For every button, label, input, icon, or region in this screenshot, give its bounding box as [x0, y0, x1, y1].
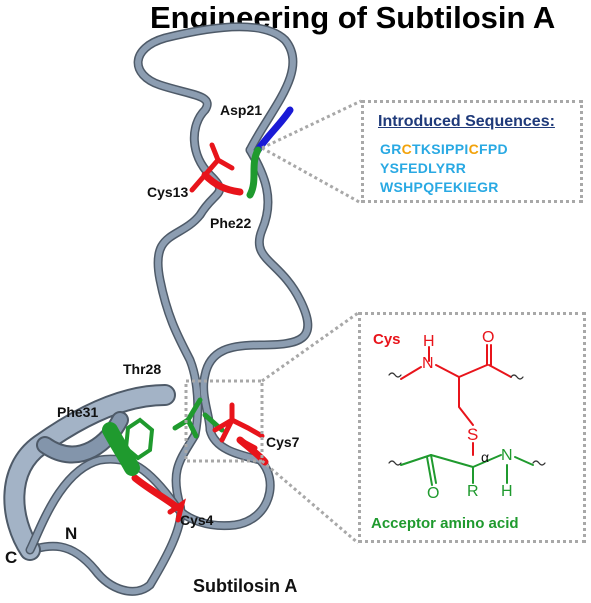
- cys-carbonyl: [486, 344, 492, 366]
- cys-residue-label: Cys: [373, 331, 401, 348]
- cys4-segment: [131, 474, 182, 512]
- label-cys4: Cys4: [180, 512, 214, 528]
- label-asp21: Asp21: [220, 102, 263, 118]
- atom-s: S: [467, 425, 479, 444]
- wavy-end-left-bottom: [388, 460, 402, 466]
- atom-h-bottom: H: [501, 483, 513, 500]
- asp21-segment: [254, 106, 294, 154]
- acc-left-bond: [400, 454, 474, 468]
- cys7-sidechain: [212, 402, 265, 451]
- c-term-ribbon-tail-fill: [27, 456, 178, 553]
- sequences-callout: Introduced Sequences: GRCTKSIPPICFPD YSF…: [361, 100, 583, 203]
- seq1-part: TKSIPPI: [412, 141, 469, 157]
- label-phe22: Phe22: [210, 215, 252, 231]
- sequences-heading: Introduced Sequences:: [378, 113, 555, 130]
- cys13-segment: [201, 171, 244, 196]
- atom-n-top: N: [422, 355, 434, 372]
- atom-o-bottom: O: [427, 485, 440, 502]
- zoom-region-marker: [184, 379, 264, 463]
- atom-n-bottom: N: [501, 447, 513, 464]
- cys-n-bond: [400, 366, 422, 380]
- chem-connector-top: [261, 311, 359, 383]
- atom-r: R: [467, 483, 479, 500]
- thioether-linkage-structure: [388, 344, 546, 486]
- sequence-line-2: YSFEDLYRR: [380, 160, 467, 176]
- acc-n-bond: [472, 454, 502, 468]
- chem-connector-bottom: [261, 459, 359, 545]
- atom-alpha: α: [481, 449, 490, 465]
- structure-caption: Subtilosin A: [193, 576, 298, 596]
- wavy-end-right-bottom: [532, 460, 546, 466]
- seq1-cys: C: [468, 141, 480, 157]
- backbone-main: [27, 23, 296, 595]
- phe31-segment: [102, 422, 140, 476]
- phe31-sidechain: [123, 417, 155, 461]
- backbone-main-2: [172, 147, 311, 529]
- sequence-line-1: GRCTKSIPPICFPD: [380, 141, 508, 157]
- label-cys7: Cys7: [266, 434, 300, 450]
- acceptor-label: Acceptor amino acid: [371, 515, 519, 532]
- cys-ca-bond: [435, 364, 460, 378]
- atom-h-top: H: [423, 333, 435, 350]
- cys-cb-bond: [458, 376, 474, 426]
- cys-co-bond: [458, 364, 488, 378]
- seq-connector-bottom: [261, 146, 362, 205]
- label-n-terminus: N: [65, 524, 78, 543]
- acc-right-bond: [514, 456, 534, 466]
- cys-c-terminal: [488, 364, 512, 378]
- backbone-outline-2: [170, 145, 313, 531]
- atom-o-top: O: [482, 329, 495, 346]
- seq1-cys: C: [401, 141, 413, 157]
- seq1-part: GR: [380, 141, 402, 157]
- seq1-part: FPD: [479, 141, 508, 157]
- seq-connector-top: [261, 99, 362, 150]
- cys4-sidechain: [167, 498, 186, 523]
- chemistry-callout: Cys H N O S α O R N H Acceptor amino aci…: [358, 312, 586, 543]
- cys13-sidechain: [189, 142, 235, 193]
- label-phe31: Phe31: [57, 404, 99, 420]
- sequence-line-3: WSHPQFEKIEGR: [380, 179, 499, 195]
- label-thr28: Thr28: [123, 361, 162, 377]
- label-cys13: Cys13: [147, 184, 189, 200]
- acc-carbonyl: [426, 454, 437, 486]
- phe22-segment: [246, 146, 262, 199]
- wavy-end-right-top: [510, 374, 524, 380]
- label-c-terminus: C: [5, 548, 18, 567]
- wavy-end-left-top: [388, 372, 402, 378]
